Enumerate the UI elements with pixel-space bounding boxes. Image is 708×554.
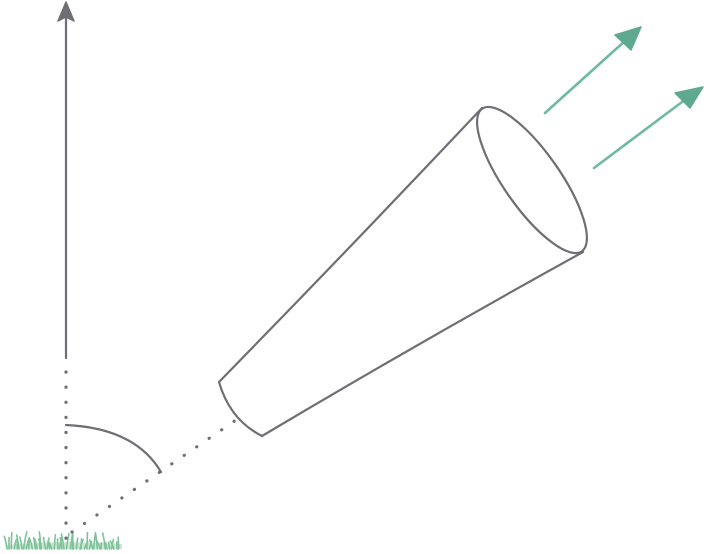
- telescope-aperture: [475, 105, 589, 255]
- ray-lower: [592, 97, 688, 170]
- grass-blade: [59, 536, 63, 550]
- angle-arc: [64, 423, 163, 474]
- line-of-sight-dotted: [70, 418, 238, 534]
- grass-blade: [19, 536, 23, 550]
- grass-blade: [117, 536, 120, 550]
- grass-blade: [93, 533, 96, 550]
- grass-blade: [38, 531, 42, 550]
- grass-blade: [32, 536, 37, 550]
- grass-blade: [115, 541, 118, 550]
- grass-blade: [38, 538, 41, 550]
- grass-blade: [96, 540, 101, 550]
- ray-upper-head: [614, 26, 642, 51]
- grass-blade: [22, 530, 28, 550]
- ray-lower-head: [674, 86, 704, 109]
- grass-blade: [33, 538, 38, 550]
- grass-blade: [94, 531, 99, 550]
- grass-blade: [10, 531, 13, 550]
- arrow-up-right-icon: [543, 26, 642, 115]
- grass-blade: [88, 539, 94, 550]
- grass-blade: [42, 536, 47, 550]
- grass-icon: [3, 530, 122, 550]
- grass-blade: [71, 538, 75, 550]
- telescope-top-edge: [217, 106, 484, 384]
- grass-blade: [13, 538, 18, 550]
- telescope-bottom-edge: [260, 250, 585, 438]
- grass-blade: [53, 534, 57, 550]
- grass-blade: [75, 537, 79, 550]
- grass-blade: [47, 541, 53, 550]
- grass-blade: [101, 532, 106, 550]
- grass-blade: [104, 541, 108, 550]
- grass-blade: [65, 533, 70, 550]
- grass-blade: [29, 538, 34, 550]
- grass-blade: [15, 534, 20, 550]
- ray-upper: [543, 38, 628, 115]
- arrow-up-right-icon: [592, 86, 704, 170]
- grass-blade: [3, 535, 8, 550]
- grass-blade: [60, 533, 65, 550]
- cone-telescope-icon: [217, 105, 589, 438]
- vertical-axis: [57, 1, 75, 542]
- arrow-up-icon: [57, 1, 75, 22]
- telescope-narrow-end: [217, 380, 264, 438]
- grass-blade: [86, 531, 89, 550]
- grass-blade: [107, 541, 111, 550]
- grass-blade: [80, 537, 83, 550]
- grass-blade: [109, 540, 115, 550]
- light-rays: [543, 26, 704, 170]
